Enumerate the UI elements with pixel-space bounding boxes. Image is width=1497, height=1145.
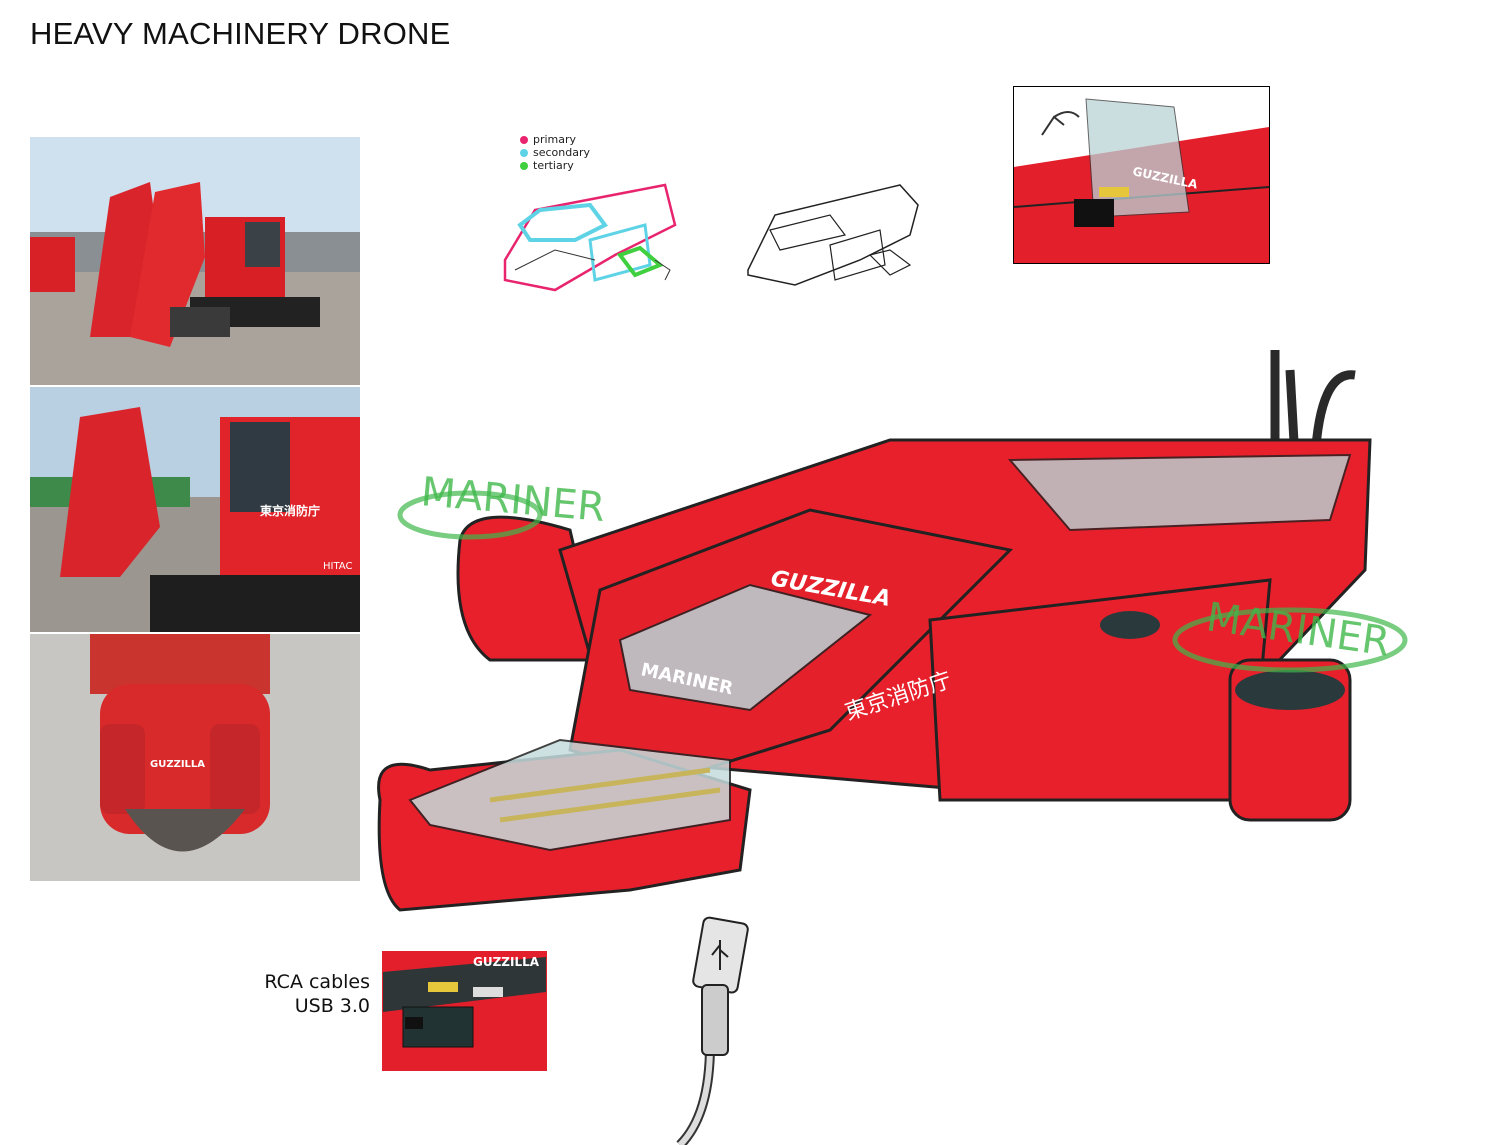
hatch-detail-inset: GUZZILLA bbox=[1013, 86, 1270, 264]
color-zone-sketch bbox=[503, 183, 677, 292]
legend-label: primary bbox=[533, 133, 577, 146]
legend-item-secondary: secondary bbox=[520, 146, 590, 159]
legend-label: tertiary bbox=[533, 159, 574, 172]
legend-swatch bbox=[520, 148, 528, 157]
page-title: HEAVY MACHINERY DRONE bbox=[30, 16, 451, 51]
label-usb: USB 3.0 bbox=[294, 995, 370, 1017]
photo-kanji-text: 東京消防庁 bbox=[260, 503, 320, 518]
reference-photo-3: GUZZILLA bbox=[30, 634, 360, 881]
drone-main-illustration: GUZZILLA MARINER 東京消防庁 MARINER MARINER bbox=[377, 350, 1408, 912]
photo-brand-text: GUZZILLA bbox=[150, 759, 205, 770]
connector-labels: RCA cables USB 3.0 bbox=[250, 970, 370, 1018]
rotate-arrow-icon bbox=[1041, 111, 1080, 136]
usb-icon bbox=[711, 940, 729, 970]
legend-item-primary: primary bbox=[520, 133, 590, 146]
legend-item-tertiary: tertiary bbox=[520, 159, 590, 172]
reference-photo-2: 東京消防庁 HITAC bbox=[30, 387, 360, 632]
legend-swatch bbox=[520, 135, 528, 144]
ports-detail-inset: GUZZILLA bbox=[382, 951, 547, 1071]
color-legend: primary secondary tertiary bbox=[520, 133, 590, 172]
reference-photo-1 bbox=[30, 137, 360, 385]
ports-inset-brand: GUZZILLA bbox=[473, 955, 540, 969]
label-rca-cables: RCA cables bbox=[264, 971, 370, 993]
photo-model-text: HITAC bbox=[323, 561, 352, 572]
line-sketch bbox=[747, 184, 919, 286]
usb-cable-illustration bbox=[676, 916, 749, 1145]
legend-swatch bbox=[520, 161, 528, 170]
legend-label: secondary bbox=[533, 146, 591, 159]
mariner-logo-left: MARINER bbox=[419, 469, 607, 531]
